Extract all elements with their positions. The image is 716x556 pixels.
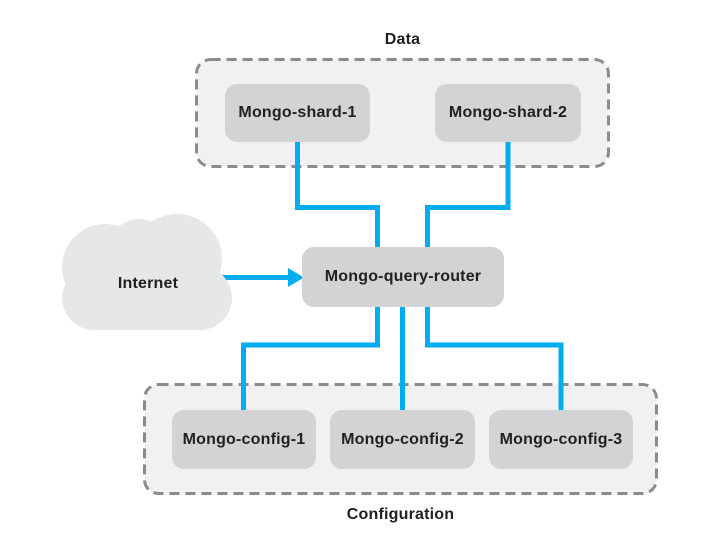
connector-router-to-config1	[241, 302, 380, 414]
connector-shard2-to-router	[425, 138, 511, 252]
node-mongo-config-1: Mongo-config-1	[172, 410, 316, 469]
data-group-label: Data	[384, 31, 421, 48]
node-mongo-config-3: Mongo-config-3	[489, 410, 633, 469]
connector-router-to-config3	[425, 302, 564, 414]
connector-shard1-to-router	[295, 138, 380, 252]
node-mongo-config-2: Mongo-config-2	[330, 410, 475, 469]
node-mongo-shard-1: Mongo-shard-1	[225, 84, 370, 142]
arrow-head-icon	[288, 268, 304, 287]
configuration-group-label: Configuration	[346, 506, 455, 523]
node-mongo-query-router: Mongo-query-router	[302, 247, 504, 307]
node-mongo-shard-2: Mongo-shard-2	[435, 84, 581, 142]
cloud-icon	[62, 214, 232, 330]
internet-label: Internet	[117, 275, 179, 292]
